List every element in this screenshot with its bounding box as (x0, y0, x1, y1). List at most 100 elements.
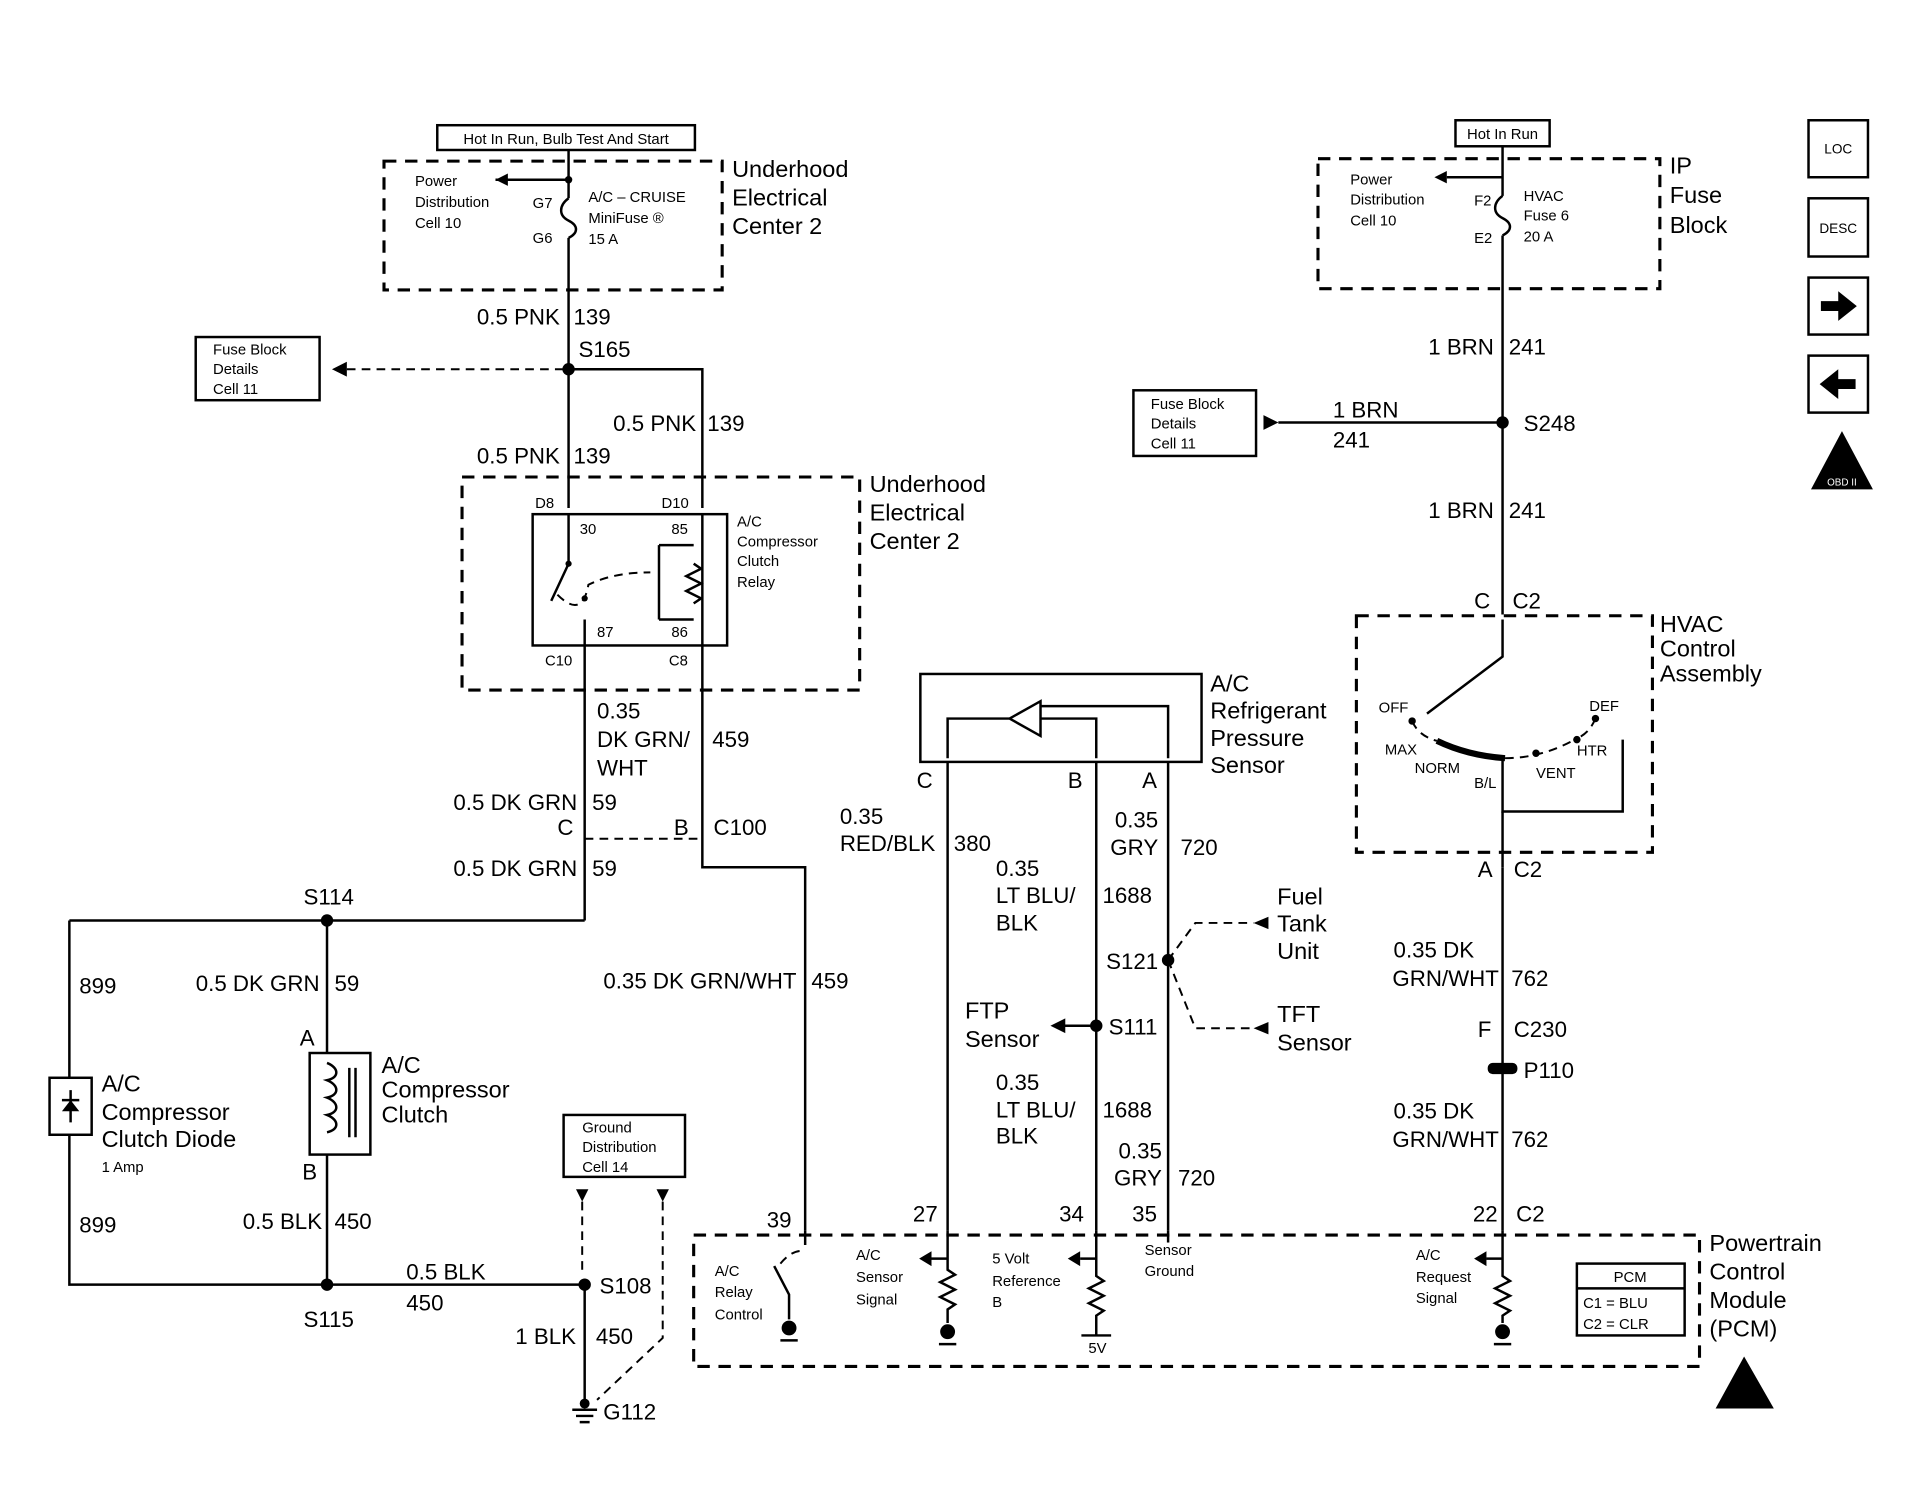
splice-label: S165 (578, 337, 630, 362)
pin-label: 86 (671, 625, 688, 641)
connector-label: C2 (1512, 588, 1540, 613)
pdc-label: Cell 10 (1350, 214, 1396, 230)
pcm-circuit-label: Relay (715, 1285, 754, 1301)
splice-s115 (320, 1278, 334, 1291)
relay-switch-icon (550, 514, 704, 646)
wire-label: 0.5 DK GRN (196, 971, 320, 996)
pdc-label: Distribution (415, 195, 489, 211)
loc-button[interactable]: LOC (1807, 119, 1870, 179)
circuit-number: 899 (79, 974, 116, 999)
fuse-icon (559, 197, 578, 240)
wire-label: 1 BLK (515, 1324, 576, 1349)
circuit-number: 899 (79, 1213, 116, 1238)
fuse-block-details-link-left[interactable]: Fuse Block Details Cell 11 (194, 335, 321, 402)
pin-label: C (557, 815, 573, 840)
circuit-number: 139 (574, 443, 611, 468)
ip-fuse-box (1316, 157, 1662, 291)
wire-label: 0.35 DK (1394, 938, 1475, 963)
wire-label: 1 BRN (1428, 334, 1494, 359)
dashed-wire (581, 1201, 664, 1401)
sensor-amplifier-icon (946, 699, 1170, 759)
desc-button[interactable]: DESC (1807, 197, 1870, 258)
diode-rating: 1 Amp (102, 1160, 144, 1176)
fuel-tank-label: Tank (1277, 911, 1327, 937)
hvac-label: Control (1660, 636, 1736, 662)
wire-label: 1 BRN (1428, 498, 1494, 523)
splice-label: S111 (1109, 1014, 1158, 1039)
arrow-icon (576, 1189, 669, 1202)
pcm-circuit-label: Request (1416, 1270, 1472, 1286)
pcm-circuit-label: Sensor (856, 1270, 903, 1286)
wire-label: LT BLU/ (996, 1097, 1076, 1122)
ground-distribution-link[interactable]: Ground Distribution Cell 14 (562, 1113, 687, 1179)
splice-label: S114 (303, 884, 353, 909)
link-text: Cell 14 (582, 1160, 628, 1176)
uec-fuse-box (382, 159, 724, 292)
hot-label: Hot In Run, Bulb Test And Start (463, 132, 669, 148)
component-title: Block (1670, 212, 1728, 238)
pin-label: A (1142, 768, 1157, 793)
link-text: Distribution (582, 1140, 656, 1156)
pcm-internal-circuits (773, 1230, 1513, 1346)
splice-s108 (578, 1278, 591, 1291)
clutch-label: Compressor (382, 1077, 510, 1103)
clutch-label: Clutch (382, 1101, 449, 1127)
circuit-number: 139 (574, 305, 611, 330)
pcm-circuit-label: 5 Volt (992, 1252, 1030, 1268)
wire-label: 0.5 PNK (613, 411, 696, 436)
pdc-label: Power (415, 174, 457, 190)
wire (495, 149, 570, 199)
component-title: Center 2 (732, 213, 822, 239)
sensor-label: Pressure (1210, 725, 1304, 751)
component-title: Fuse (1670, 182, 1722, 208)
wire-label: 0.5 PNK (477, 443, 560, 468)
fuse-label: HVAC (1524, 189, 1564, 205)
circuit-number: 450 (334, 1209, 371, 1234)
arrow-icon (1253, 916, 1269, 1035)
fuel-tank-label: Unit (1277, 938, 1319, 964)
pin-label: G6 (533, 231, 553, 247)
wire-label: 0.5 PNK (477, 305, 560, 330)
pin-label: 34 (1059, 1201, 1084, 1226)
relay-label: Compressor (737, 534, 818, 550)
obd-ii-icon: OBD II (1810, 431, 1873, 490)
hvac-control-box (1354, 614, 1654, 854)
connector-label: P110 (1524, 1058, 1574, 1083)
wire-label: 1 BRN (1333, 398, 1399, 423)
pcm-label: Control (1709, 1259, 1785, 1285)
pin-label: F (1478, 1017, 1492, 1042)
circuit-number: 139 (707, 411, 744, 436)
wire-label: LT BLU/ (996, 883, 1076, 908)
clutch-coil-icon (308, 1051, 372, 1156)
diode-label: Compressor (102, 1099, 230, 1125)
position-label: OFF (1379, 700, 1409, 716)
clutch-label: A/C (382, 1052, 421, 1078)
component-title: IP (1670, 153, 1692, 179)
position-label: NORM (1415, 761, 1460, 777)
position-label: MAX (1385, 742, 1417, 758)
previous-page-button[interactable] (1807, 354, 1870, 414)
wire-label: DK GRN/ (597, 727, 691, 752)
wire-label: 0.35 (1119, 1138, 1162, 1163)
pdc-label: Cell 10 (415, 216, 461, 232)
loc-icon: LOC (1824, 142, 1852, 157)
wire-label: 0.35 (996, 1070, 1039, 1095)
fuse-block-details-link-right[interactable]: Fuse Block Details Cell 11 (1132, 389, 1258, 458)
wire-label: 0.5 BLK (243, 1209, 322, 1234)
hot-label: Hot In Run (1467, 127, 1538, 143)
circuit-number: 59 (334, 971, 359, 996)
ground-icon (572, 1408, 598, 1424)
circuit-number: 720 (1180, 835, 1217, 860)
pcm-box (692, 1233, 1702, 1368)
component-title: Electrical (732, 185, 827, 211)
connector-label: C2 (1514, 857, 1542, 882)
pcm-connector-legend: PCM C1 = BLU C2 = CLR (1575, 1262, 1686, 1337)
next-page-button[interactable] (1807, 276, 1870, 336)
wire-459 (701, 645, 807, 1231)
position-label: VENT (1536, 766, 1576, 782)
pin-label: 85 (671, 522, 688, 538)
circuit-number: 459 (811, 969, 848, 994)
pin-label: D8 (535, 496, 554, 512)
sensor-label: Sensor (1210, 752, 1285, 778)
